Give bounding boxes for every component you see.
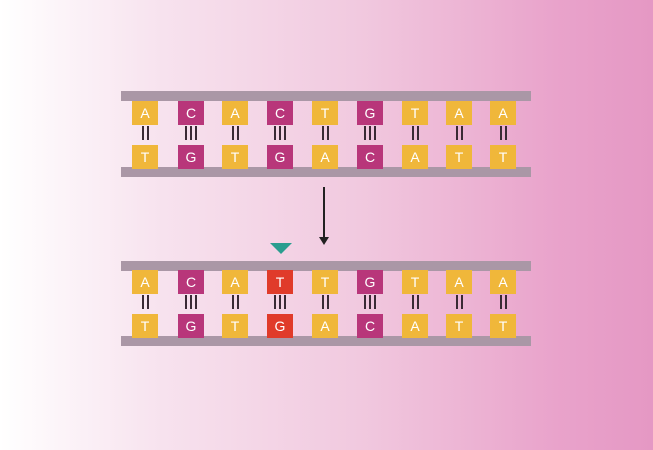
hydrogen-bond-0	[141, 295, 149, 309]
base-top-1: C	[178, 101, 204, 125]
base-top-0: A	[132, 270, 158, 294]
base-top-7: A	[446, 101, 472, 125]
base-bottom-3: G	[267, 314, 293, 338]
hydrogen-bond-0	[141, 126, 149, 140]
hydrogen-bond-7	[455, 295, 463, 309]
base-bottom-5: C	[357, 145, 383, 169]
base-bottom-3: G	[267, 145, 293, 169]
backbone-bottom	[121, 336, 531, 346]
hydrogen-bond-1	[185, 295, 197, 309]
hydrogen-bond-6	[411, 126, 419, 140]
backbone-top	[121, 91, 531, 101]
hydrogen-bond-3	[274, 126, 286, 140]
arrow-down-icon	[323, 187, 325, 237]
base-top-4: T	[312, 101, 338, 125]
base-bottom-8: T	[490, 145, 516, 169]
hydrogen-bond-1	[185, 126, 197, 140]
base-top-2: A	[222, 270, 248, 294]
base-bottom-1: G	[178, 145, 204, 169]
hydrogen-bond-3	[274, 295, 286, 309]
base-top-5: G	[357, 270, 383, 294]
mutation-marker-icon	[270, 243, 292, 254]
base-bottom-2: T	[222, 314, 248, 338]
hydrogen-bond-8	[499, 295, 507, 309]
base-top-3: C	[267, 101, 293, 125]
base-top-2: A	[222, 101, 248, 125]
base-top-0: A	[132, 101, 158, 125]
backbone-top	[121, 261, 531, 271]
backbone-bottom	[121, 167, 531, 177]
base-bottom-2: T	[222, 145, 248, 169]
base-bottom-6: A	[402, 314, 428, 338]
base-top-1: C	[178, 270, 204, 294]
base-bottom-7: T	[446, 314, 472, 338]
base-bottom-1: G	[178, 314, 204, 338]
base-top-3: T	[267, 270, 293, 294]
base-bottom-8: T	[490, 314, 516, 338]
arrow-head-icon	[319, 237, 329, 245]
hydrogen-bond-2	[231, 126, 239, 140]
base-bottom-4: A	[312, 145, 338, 169]
hydrogen-bond-2	[231, 295, 239, 309]
hydrogen-bond-7	[455, 126, 463, 140]
base-bottom-5: C	[357, 314, 383, 338]
base-bottom-0: T	[132, 314, 158, 338]
base-bottom-0: T	[132, 145, 158, 169]
base-top-5: G	[357, 101, 383, 125]
base-top-6: T	[402, 101, 428, 125]
hydrogen-bond-8	[499, 126, 507, 140]
hydrogen-bond-5	[364, 295, 376, 309]
base-top-4: T	[312, 270, 338, 294]
hydrogen-bond-6	[411, 295, 419, 309]
base-top-6: T	[402, 270, 428, 294]
hydrogen-bond-4	[321, 126, 329, 140]
hydrogen-bond-5	[364, 126, 376, 140]
base-top-8: A	[490, 101, 516, 125]
base-top-7: A	[446, 270, 472, 294]
base-bottom-7: T	[446, 145, 472, 169]
hydrogen-bond-4	[321, 295, 329, 309]
base-bottom-6: A	[402, 145, 428, 169]
base-top-8: A	[490, 270, 516, 294]
base-bottom-4: A	[312, 314, 338, 338]
